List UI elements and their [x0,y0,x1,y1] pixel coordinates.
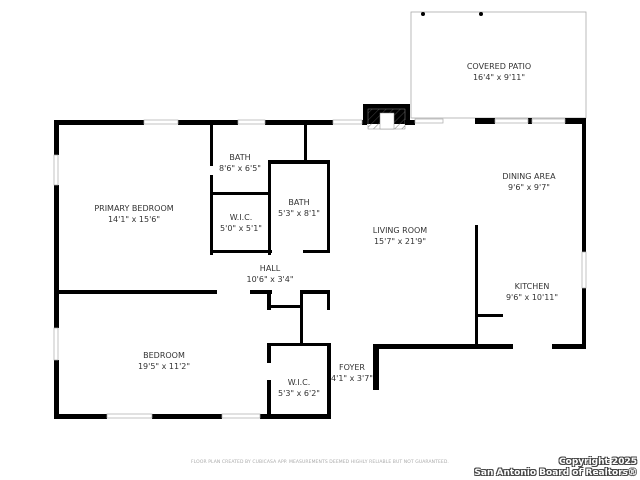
room-name: DINING AREA [502,172,556,181]
room-size: 5'3" x 6'2" [278,389,320,398]
room-size: 5'3" x 8'1" [278,209,320,218]
room-kitchen: KITCHEN 9'6" x 10'11" [506,282,558,302]
room-size: 10'6" x 3'4" [246,275,293,284]
room-name: KITCHEN [515,282,550,291]
room-size: 15'7" x 21'9" [374,237,426,246]
post-marker [421,12,425,16]
room-name: PRIMARY BEDROOM [94,204,173,213]
windows [53,118,587,419]
room-name: BATH [229,153,250,162]
room-bedroom: BEDROOM 19'5" x 11'2" [138,351,190,371]
room-hall: HALL 10'6" x 3'4" [246,264,293,284]
room-bath-2: BATH 5'3" x 8'1" [278,198,320,218]
room-dining-area: DINING AREA 9'6" x 9'7" [502,172,556,192]
room-name: HALL [260,264,281,273]
room-name: BEDROOM [143,351,185,360]
room-bath-1: BATH 8'6" x 6'5" [219,153,261,173]
copyright-line-1: Copyright 2025 [559,457,637,467]
room-covered-patio: COVERED PATIO 16'4" x 9'11" [467,62,531,82]
room-size: 5'0" x 5'1" [220,224,262,233]
room-primary-bedroom: PRIMARY BEDROOM 14'1" x 15'6" [94,204,173,224]
disclaimer-text: FLOOR PLAN CREATED BY CUBICASA APP. MEAS… [191,460,449,465]
room-size: 4'1" x 3'7" [331,374,373,383]
room-size: 9'6" x 10'11" [506,293,558,302]
room-wic-1: W.I.C. 5'0" x 5'1" [220,213,262,233]
room-name: COVERED PATIO [467,62,531,71]
room-name: W.I.C. [288,378,311,387]
walls [54,118,586,419]
covered-patio-outline [410,11,587,119]
room-size: 8'6" x 6'5" [219,164,261,173]
room-size: 14'1" x 15'6" [108,215,160,224]
post-marker [479,12,483,16]
room-name: BATH [288,198,309,207]
room-living-room: LIVING ROOM 15'7" x 21'9" [373,226,428,246]
room-wic-2: W.I.C. 5'3" x 6'2" [278,378,320,398]
room-size: 19'5" x 11'2" [138,362,190,371]
room-name: FOYER [339,363,365,372]
fireplace [363,104,410,130]
room-name: LIVING ROOM [373,226,428,235]
room-name: W.I.C. [230,213,253,222]
room-foyer: FOYER 4'1" x 3'7" [331,363,373,383]
room-size: 9'6" x 9'7" [508,183,550,192]
copyright-watermark: Copyright 2025 San Antonio Board of Real… [474,457,637,479]
room-size: 16'4" x 9'11" [473,73,525,82]
copyright-line-2: San Antonio Board of Realtors® [474,468,637,478]
